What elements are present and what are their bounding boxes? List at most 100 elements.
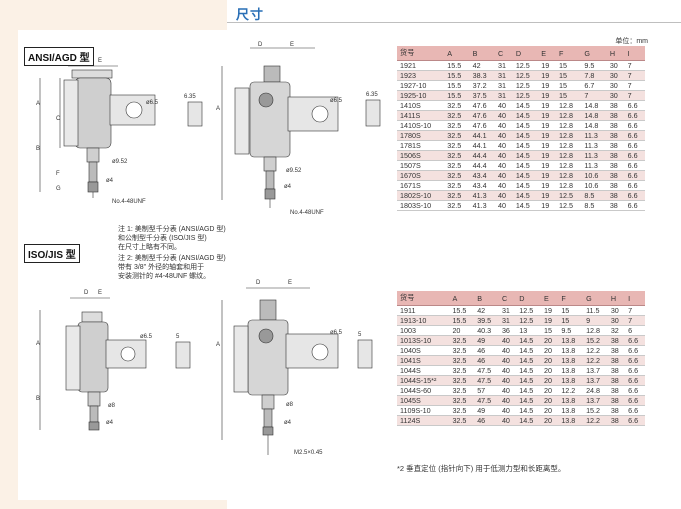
table-cell: 13.8 [558, 335, 584, 346]
table-cell: 6.6 [625, 395, 645, 406]
table-cell: 43.4 [469, 180, 496, 191]
dim-a-side-iso: A [216, 342, 220, 348]
table-cell: 11.3 [581, 150, 607, 161]
table-cell: 11.3 [581, 160, 607, 171]
dim-65-ansi: ø6.5 [146, 100, 159, 106]
ansi-front-view [39, 65, 156, 198]
table-cell: 32.5 [449, 355, 475, 366]
stem-side-iso: ø8 [286, 402, 294, 408]
thread-side-ansi: No.4-48UNF [290, 210, 324, 216]
dim-a-side-ansi: A [216, 106, 220, 112]
table-cell: 38 [607, 365, 626, 376]
table-cell: 40 [498, 385, 517, 396]
table-cell: 19 [538, 200, 556, 211]
table-cell: 12.8 [556, 130, 582, 141]
column-header: A [444, 46, 470, 61]
table-cell: 1109S-10 [397, 405, 450, 416]
table-cell: 7 [625, 305, 645, 316]
contact-ansi: ø4 [106, 178, 114, 184]
table-cell: 32.5 [449, 395, 475, 406]
column-header: F [556, 46, 582, 61]
table-cell: 12.2 [558, 385, 584, 396]
table-cell: 12.2 [583, 355, 608, 366]
table-cell: 6.6 [625, 415, 645, 426]
table-cell: 40 [498, 405, 517, 416]
column-header: F [558, 291, 584, 306]
table-cell: 32.5 [444, 110, 470, 121]
table-cell: 1780S [397, 130, 445, 141]
table-cell: 32.5 [444, 120, 470, 131]
table-cell: 6.7 [581, 80, 607, 91]
table-cell: 20 [541, 355, 559, 366]
column-header: E [541, 291, 559, 306]
table-cell: 1041S [397, 355, 450, 366]
table-cell: 31 [495, 60, 513, 71]
table-cell: 1044S-60 [397, 385, 450, 396]
footnote: *2 垂直定位 (指针向下) 用于低测力型和长距离型。 [397, 464, 566, 473]
table-cell: 19 [541, 305, 559, 316]
table-cell: 14.5 [512, 180, 539, 191]
table-cell: 44.4 [469, 150, 496, 161]
table-cell: 20 [449, 325, 475, 336]
column-header: 货号 [397, 291, 450, 306]
column-header: H [607, 291, 626, 306]
table-cell: 38 [606, 100, 625, 111]
note-1: 注 1: 美制型千分表 (ANSI/AGD 型) 和公制型千分表 (ISO/JI… [118, 226, 226, 251]
table-cell: 13.7 [583, 395, 608, 406]
table-cell: 1506S [397, 150, 445, 161]
table-cell: 38 [606, 160, 625, 171]
table-cell: 6.6 [625, 345, 645, 356]
dim-65-iso: ø6.5 [140, 334, 153, 340]
table-cell: 20 [541, 395, 559, 406]
table-cell: 19 [538, 150, 556, 161]
table-cell: 1044S-15*² [397, 375, 450, 386]
table-cell: 6.6 [624, 120, 645, 131]
table-cell: 20 [541, 375, 559, 386]
contact-side-ansi: ø4 [284, 184, 292, 190]
table-cell: 9.5 [581, 60, 607, 71]
table-cell: 40 [498, 365, 517, 376]
table-cell: 57 [474, 385, 499, 396]
table-cell: 1124S [397, 415, 450, 426]
table-cell: 1670S [397, 170, 445, 181]
unit-label: 单位：mm [615, 38, 648, 45]
table-cell: 32.5 [444, 180, 470, 191]
table-cell: 19 [538, 160, 556, 171]
table-cell: 47.5 [474, 365, 499, 376]
table-cell: 19 [538, 70, 556, 81]
table-cell: 7 [624, 60, 645, 71]
iso-front-view [39, 297, 147, 431]
table-cell: 32.5 [449, 385, 475, 396]
table-cell: 15 [556, 80, 582, 91]
table-cell: 47.6 [469, 110, 496, 121]
table-cell: 12.5 [556, 190, 582, 201]
dim-a-iso: A [36, 341, 40, 347]
table-cell: 19 [538, 60, 556, 71]
table-cell: 47.5 [474, 395, 499, 406]
table-cell: 1921 [397, 60, 445, 71]
column-header: H [606, 46, 625, 61]
table-cell: 6.6 [624, 190, 645, 201]
table-cell: 14.8 [581, 110, 607, 121]
table-cell: 20 [541, 385, 559, 396]
table-cell: 15 [556, 60, 582, 71]
table-cell: 6.6 [624, 130, 645, 141]
table-cell: 32.5 [449, 365, 475, 376]
table-cell: 15 [541, 325, 559, 336]
column-header: I [625, 291, 645, 306]
table-cell: 9 [583, 315, 608, 326]
table-cell: 12.5 [512, 80, 539, 91]
column-header: B [474, 291, 499, 306]
column-header: G [581, 46, 607, 61]
